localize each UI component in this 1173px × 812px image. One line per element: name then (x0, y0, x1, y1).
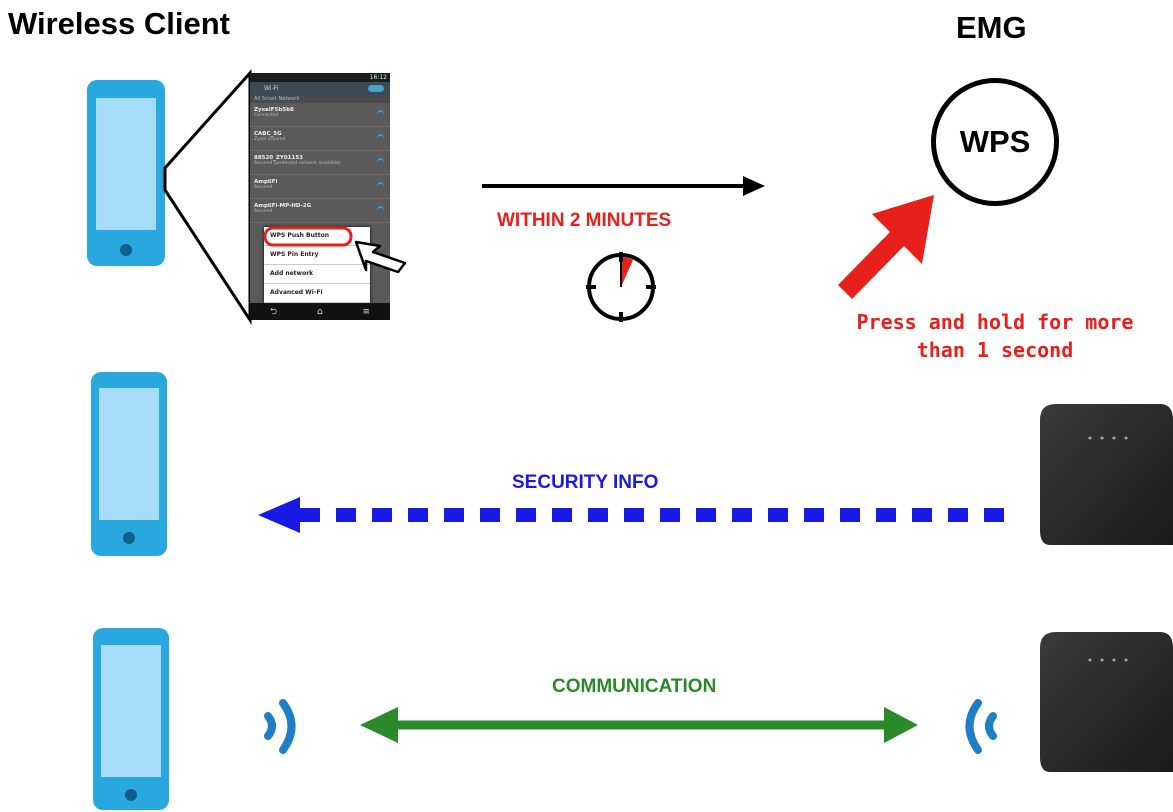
network-item[interactable]: CABC_5G Zyxel secured (250, 127, 390, 151)
nav-bar: ⮌ ⌂ ≡ (250, 303, 390, 320)
back-icon[interactable]: ⮌ (269, 306, 278, 317)
wifi-header: Wi-Fi (250, 82, 390, 96)
security-info-arrow (258, 497, 1005, 533)
status-bar: 16:12 (250, 73, 390, 82)
wps-button: WPS (931, 78, 1059, 206)
stopwatch-icon (586, 252, 656, 322)
wifi-settings-screenshot: 16:12 Wi-Fi All Smart Network ZyxelF5b5b… (250, 73, 390, 320)
menu-item-wps-pin-entry[interactable]: WPS Pin Entry (264, 246, 370, 265)
wifi-header-label: Wi-Fi (264, 85, 279, 92)
network-name: AmpliFi-MP-HD-2G (254, 203, 312, 209)
network-name: 88520_ZY01153 (254, 155, 303, 161)
network-item[interactable]: 88520_ZY01153 Secured (protected network… (250, 151, 390, 175)
wifi-signal-icon (377, 134, 384, 143)
network-status: Secured (protected network available) (254, 161, 341, 166)
router-icon-step3 (1040, 632, 1173, 772)
router-icon-step2 (1040, 404, 1173, 545)
wifi-signal-icon (377, 110, 384, 119)
menu-item-add-network[interactable]: Add network (264, 265, 370, 284)
wifi-signal-icon (377, 158, 384, 167)
menu-item-advanced-wifi[interactable]: Advanced Wi-Fi (264, 284, 370, 303)
black-arrow (482, 176, 765, 196)
phone-icon-step1 (87, 80, 165, 266)
zoom-callout (163, 69, 252, 326)
home-icon[interactable]: ⌂ (316, 306, 323, 317)
context-menu: WPS Push Button WPS Pin Entry Add networ… (264, 227, 370, 303)
menu-item-wps-push-button[interactable]: WPS Push Button (264, 227, 370, 246)
red-press-arrow (838, 195, 934, 299)
network-item[interactable]: ZyxelF5b5b8 Connected (250, 103, 390, 127)
network-list-subheader: All Smart Network (250, 96, 390, 103)
phone-icon-step3 (93, 628, 169, 810)
network-item[interactable]: AmpliFi Secured (250, 175, 390, 199)
network-item[interactable]: AmpliFi-MP-HD-2G Secured (250, 199, 390, 223)
communication-label: COMMUNICATION (552, 676, 717, 697)
network-status: Zyxel secured (254, 137, 286, 142)
emg-title: EMG (956, 10, 1027, 45)
signal-waves-right-icon (965, 699, 997, 754)
communication-arrow (360, 707, 918, 743)
security-info-label: SECURITY INFO (512, 472, 659, 493)
wifi-signal-icon (377, 206, 384, 215)
wifi-signal-icon (377, 182, 384, 191)
phone-icon-step2 (91, 372, 167, 556)
signal-waves-left-icon (264, 699, 296, 754)
network-status: Connected (254, 113, 279, 118)
network-name: ZyxelF5b5b8 (254, 107, 294, 113)
network-name: AmpliFi (254, 179, 278, 185)
wifi-toggle[interactable] (368, 85, 384, 92)
timing-label: WITHIN 2 MINUTES (497, 210, 672, 231)
press-hold-instruction: Press and hold for more than 1 second (856, 310, 1134, 362)
network-name: CABC_5G (254, 131, 282, 137)
network-status: Secured (254, 185, 273, 190)
network-status: Secured (254, 209, 273, 214)
menu-icon[interactable]: ≡ (362, 306, 371, 317)
wireless-client-title: Wireless Client (8, 6, 230, 41)
